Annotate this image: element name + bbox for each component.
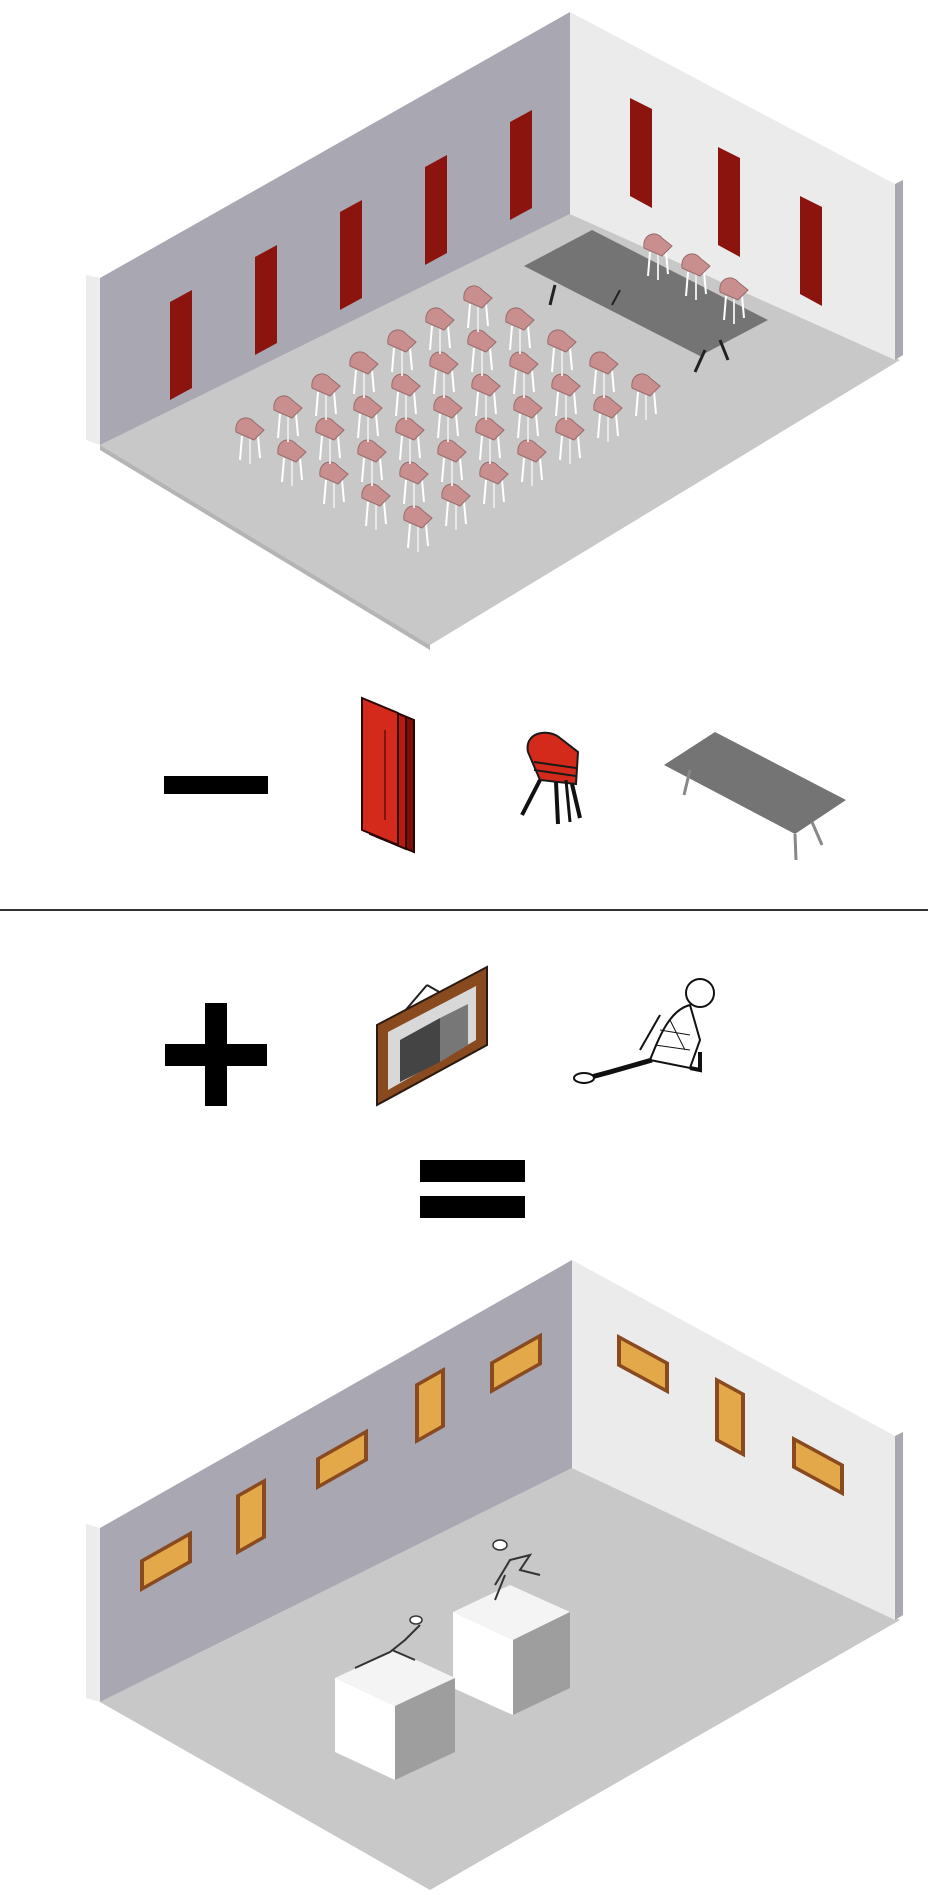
wall-panel-left xyxy=(340,200,362,310)
wall-panel-right xyxy=(800,196,822,306)
wall-panel-left xyxy=(255,245,277,355)
stacked-panels-icon xyxy=(362,698,414,852)
wall-panel-right xyxy=(630,98,652,208)
minus-operator xyxy=(164,776,268,794)
wall-panel-left xyxy=(425,155,447,265)
wall-panel-left xyxy=(510,110,532,220)
wall-panel-left xyxy=(170,290,192,400)
wall-panel-right xyxy=(718,147,740,257)
